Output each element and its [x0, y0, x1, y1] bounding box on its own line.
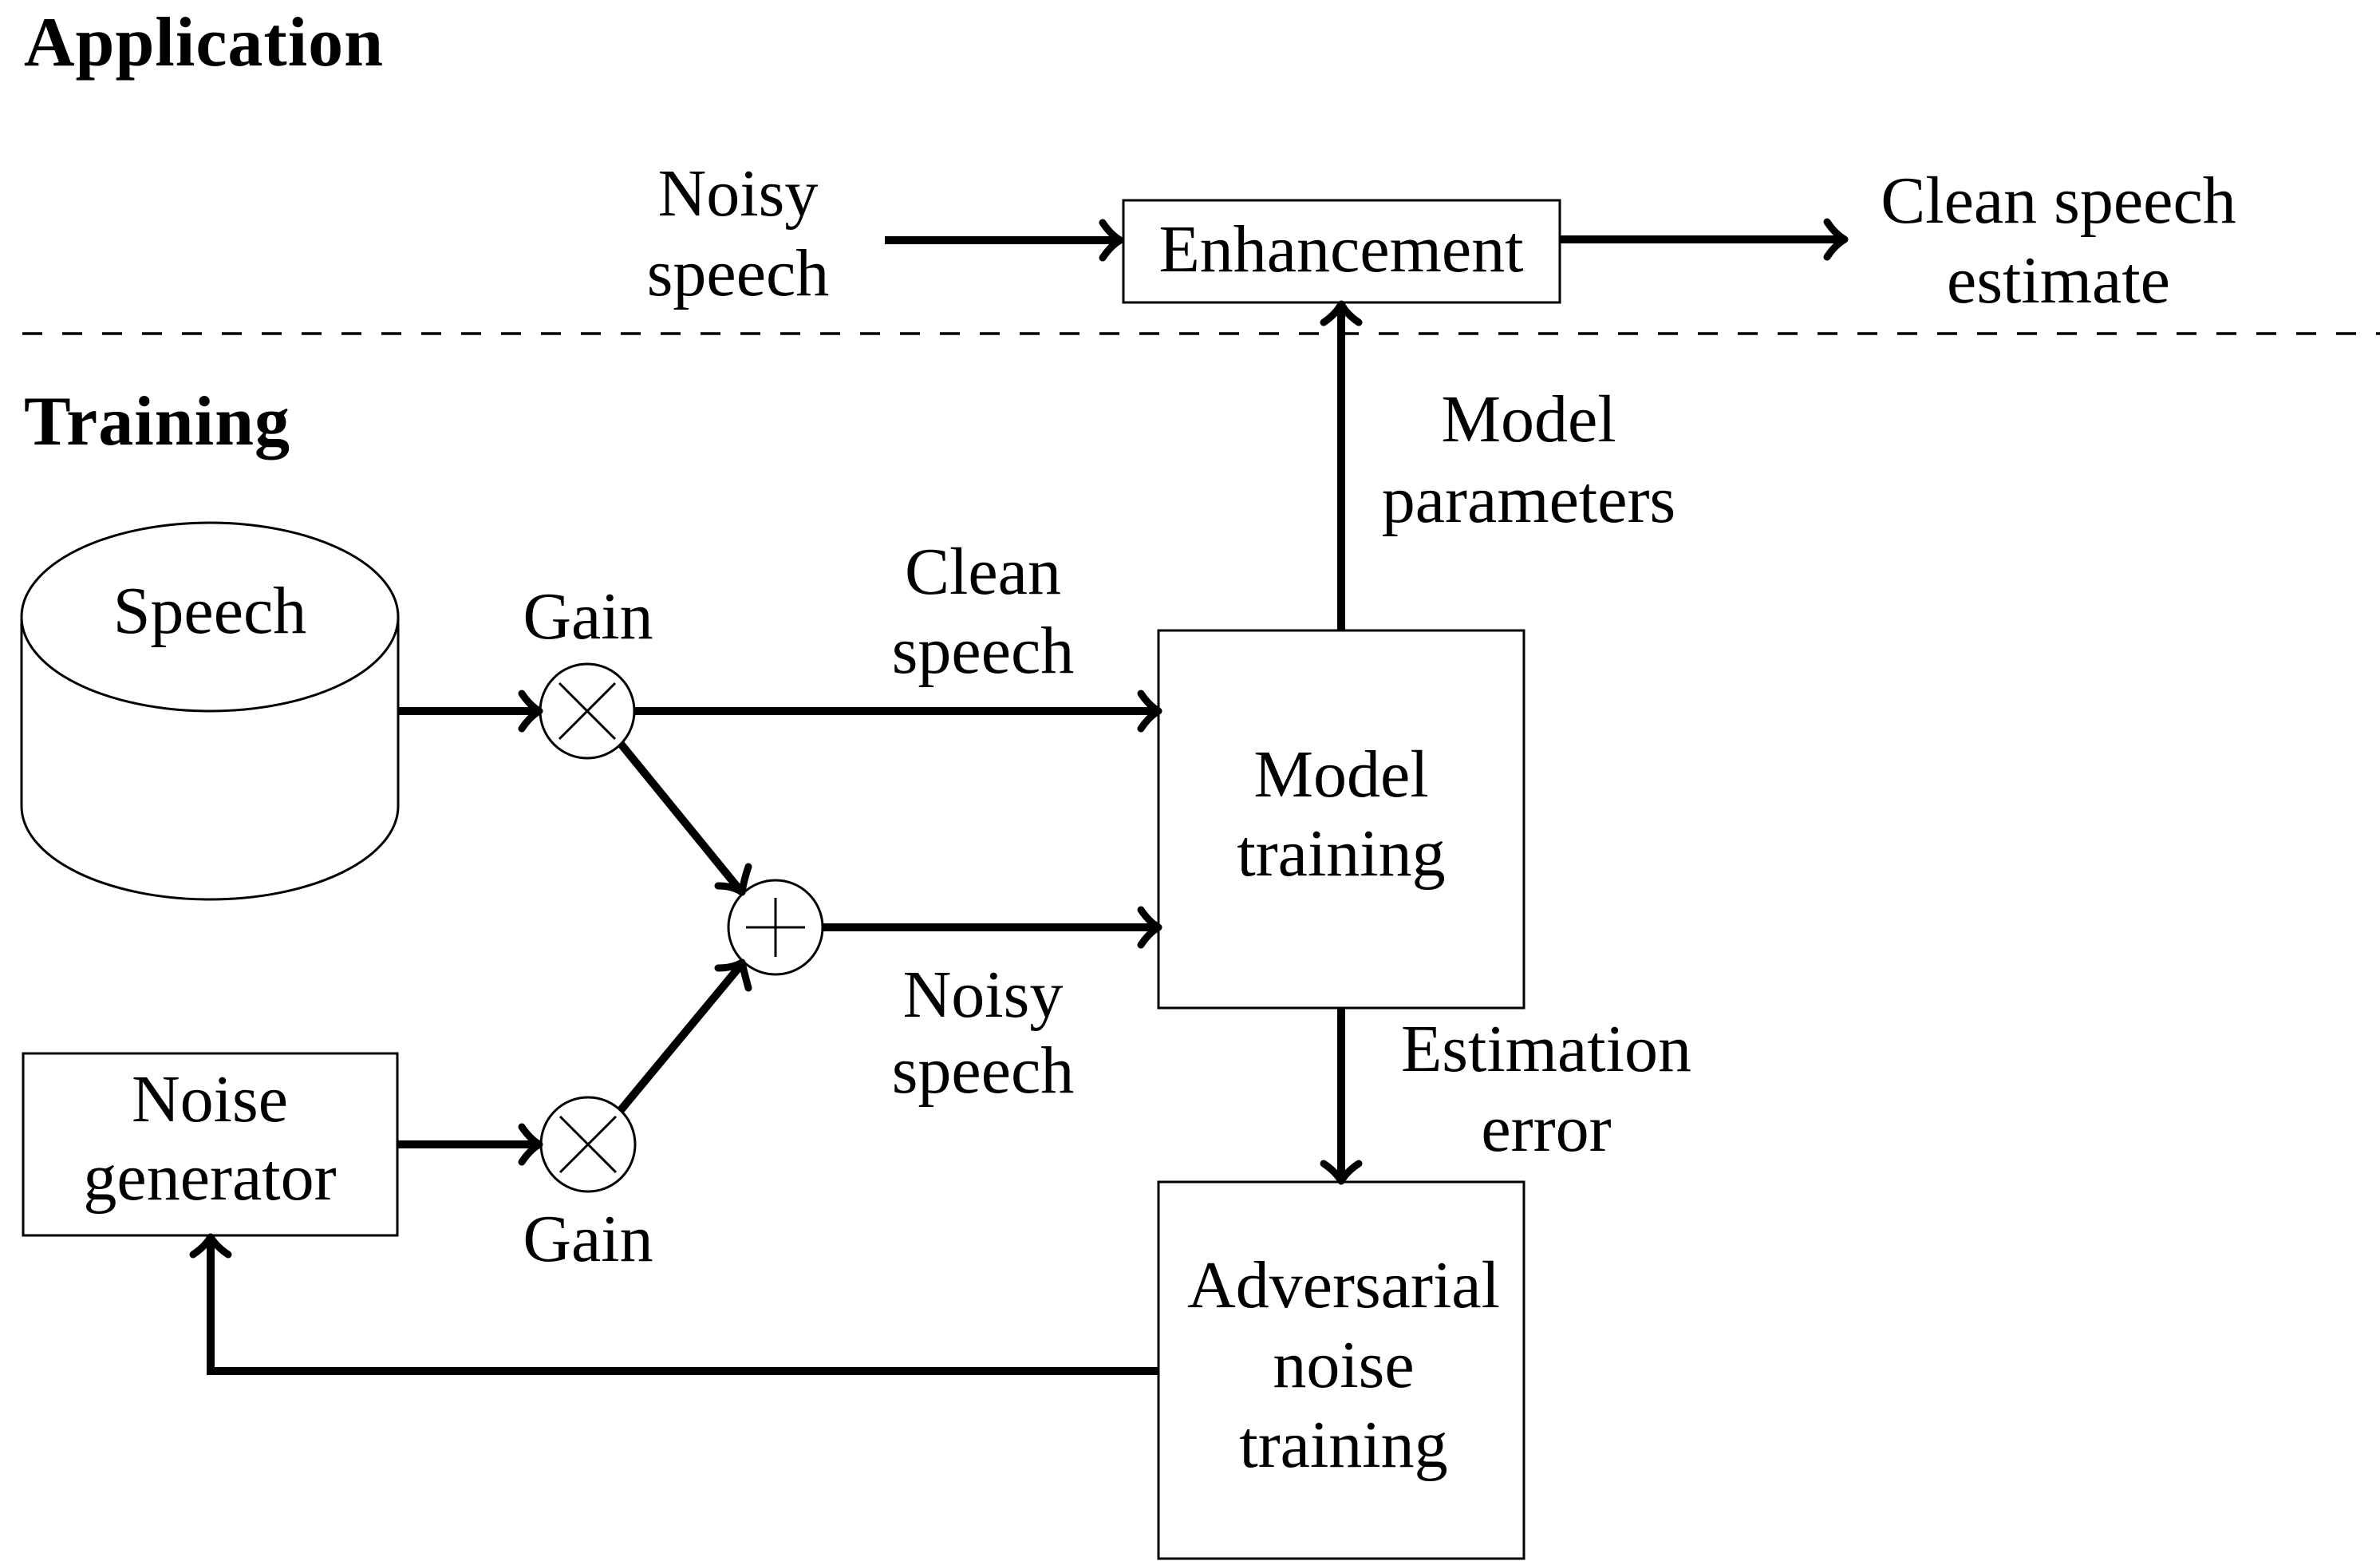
- arrow-model-parameters: [1320, 300, 1363, 630]
- estimation-error-label: Estimation error: [1401, 1012, 1691, 1166]
- noise-generator-label: Noise: [132, 1062, 288, 1136]
- model-training-label: Model: [1253, 737, 1428, 812]
- speech-database-label: Speech: [113, 574, 307, 648]
- enhancement-block[interactable]: Enhancement: [1122, 199, 1561, 304]
- label-line: Clean speech: [1881, 164, 2236, 238]
- arrow-noisy-to-enhancement: [885, 219, 1124, 262]
- arrowhead-icon: [714, 958, 752, 992]
- arrow-estimation-error: [1320, 1008, 1363, 1185]
- label-line: Noisy: [658, 156, 819, 231]
- label-line: Noisy: [903, 958, 1064, 1032]
- gain-multiplier-speech[interactable]: [539, 662, 636, 760]
- arrowhead-icon: [1823, 218, 1849, 261]
- arrow-noisy-speech: [823, 906, 1162, 949]
- application-input-label: Noisy speech: [647, 156, 830, 310]
- label-line: Model: [1441, 382, 1616, 456]
- label-line: estimate: [1947, 243, 2170, 318]
- adversarial-block-label: noise: [1273, 1328, 1414, 1402]
- label-line: parameters: [1382, 463, 1675, 537]
- arrow-clean-speech: [634, 690, 1162, 733]
- model-training-block[interactable]: Model training: [1157, 629, 1525, 1010]
- arrowhead-icon: [714, 863, 752, 896]
- arrowhead-icon: [518, 1123, 543, 1166]
- gain-label-top: Gain: [523, 579, 653, 654]
- multiply-icon: [558, 682, 617, 741]
- noise-generator-label: generator: [83, 1140, 336, 1215]
- model-training-label: training: [1237, 816, 1445, 891]
- adversarial-block-label: training: [1239, 1408, 1447, 1482]
- clean-speech-label: Clean speech: [892, 535, 1075, 688]
- label-line: speech: [892, 614, 1075, 688]
- gain-multiplier-noise[interactable]: [539, 1096, 637, 1193]
- label-line: speech: [892, 1033, 1075, 1108]
- arrowhead-icon: [1320, 300, 1363, 326]
- label-line: Clean: [905, 535, 1061, 609]
- section-heading-application: Application: [24, 4, 384, 81]
- label-line: speech: [647, 236, 830, 310]
- arrow-gain-to-sum-bottom: [618, 958, 752, 1113]
- model-parameters-label: Model parameters: [1382, 382, 1675, 537]
- arrow-enhancement-to-output: [1560, 218, 1849, 261]
- arrow-speech-to-gain: [398, 690, 543, 733]
- adversarial-noise-training-block[interactable]: Adversarial noise training: [1157, 1180, 1525, 1560]
- arrow-noise-to-gain: [397, 1123, 543, 1166]
- gain-label-bottom: Gain: [523, 1202, 653, 1276]
- adversarial-block-label: Adversarial: [1187, 1248, 1500, 1322]
- arrow-gain-to-sum-top: [618, 741, 752, 896]
- arrowhead-icon: [1099, 219, 1124, 262]
- noisy-speech-label: Noisy speech: [892, 958, 1075, 1108]
- enhancement-block-label: Enhancement: [1158, 212, 1523, 287]
- application-output-label: Clean speech estimate: [1881, 164, 2236, 318]
- speech-database[interactable]: Speech: [20, 521, 400, 901]
- plus-icon: [746, 898, 805, 957]
- multiply-icon: [558, 1115, 618, 1174]
- section-heading-training: Training: [24, 383, 290, 460]
- arrow-adversarial-feedback: [189, 1233, 1158, 1375]
- noise-generator-block[interactable]: Noise generator: [22, 1052, 399, 1237]
- arrowhead-icon: [189, 1233, 232, 1259]
- label-line: error: [1481, 1092, 1611, 1166]
- label-line: Estimation: [1401, 1012, 1691, 1086]
